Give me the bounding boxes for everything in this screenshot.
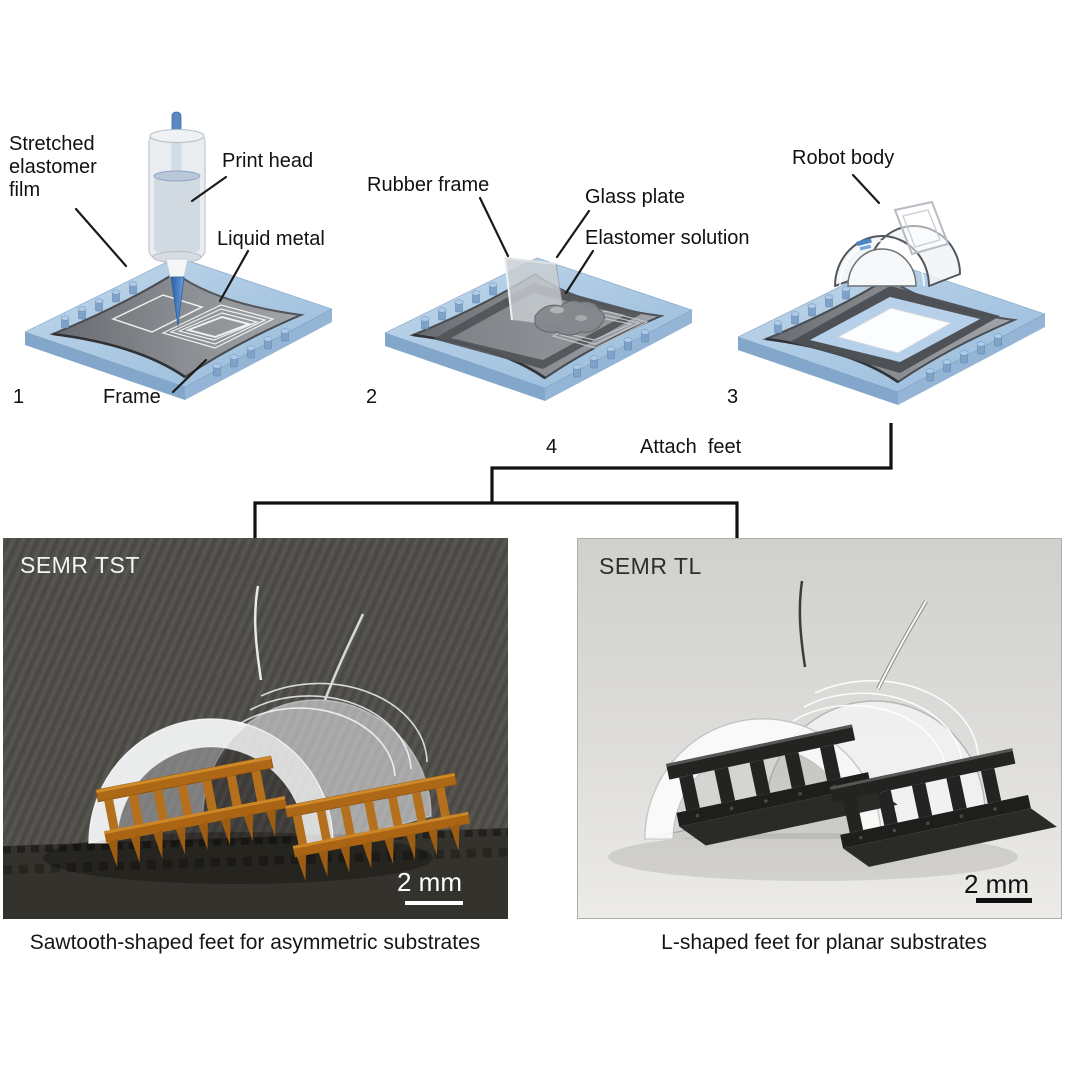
elastomer-solution-graphic <box>534 300 605 336</box>
leader-lines <box>74 173 881 394</box>
semr-tst-photo-graphic <box>3 538 508 919</box>
photo-tag-semr-tl: SEMR TL <box>599 553 702 579</box>
wire-right <box>323 613 365 701</box>
label-stretched-elastomer-film: Stretched elastomer film <box>9 133 97 201</box>
robot-body-graphic <box>834 200 961 287</box>
process-bracket <box>253 423 893 538</box>
step2-illustration <box>385 258 692 401</box>
step-number-3: 3 <box>727 386 739 408</box>
printed-liquid-metal-pattern <box>111 294 275 349</box>
scale-label-right: 2 mm <box>964 869 1029 899</box>
print-head-graphic <box>148 111 206 327</box>
step1-illustration <box>25 257 332 400</box>
glass-plate-graphic <box>504 257 567 328</box>
l-foot-front <box>666 724 898 846</box>
rubber-frame-graphic <box>433 283 643 369</box>
label-robot-body: Robot body <box>792 147 895 169</box>
sawtooth-foot-front <box>95 755 287 868</box>
label-glass-plate: Glass plate <box>585 186 686 208</box>
label-attach-feet: Attach feet <box>640 436 742 458</box>
semr-tl-photo-graphic <box>578 539 1061 918</box>
photo-semr-tl: SEMR TL 2 mm <box>577 538 1062 919</box>
photo-tag-semr-tst: SEMR TST <box>20 552 140 578</box>
step-number-2: 2 <box>366 386 378 408</box>
step-number-1: 1 <box>13 386 25 408</box>
wire-left <box>253 585 263 681</box>
label-rubber-frame: Rubber frame <box>367 174 490 196</box>
caption-sawtooth-feet: Sawtooth-shaped feet for asymmetric subs… <box>29 931 481 954</box>
photo-semr-tst: SEMR TST 2 mm <box>3 538 508 919</box>
caption-l-feet: L-shaped feet for planar substrates <box>661 931 987 954</box>
label-print-head: Print head <box>222 150 314 172</box>
l-foot-rear <box>830 748 1057 867</box>
printed-coil-traces <box>792 679 979 773</box>
needle <box>170 276 185 327</box>
sawtooth-substrate <box>3 828 508 919</box>
label-liquid-metal: Liquid metal <box>217 228 325 250</box>
scale-bar-left <box>405 901 463 905</box>
sawtooth-foot-rear <box>284 772 471 882</box>
step-number-4: 4 <box>546 436 558 458</box>
scale-bar-right <box>976 898 1032 903</box>
step3-illustration <box>738 200 1045 405</box>
printed-coil-traces <box>238 682 428 777</box>
wire-left <box>798 580 807 668</box>
label-frame: Frame <box>103 386 161 408</box>
label-elastomer-solution: Elastomer solution <box>585 227 750 249</box>
scale-label-left: 2 mm <box>397 867 462 897</box>
